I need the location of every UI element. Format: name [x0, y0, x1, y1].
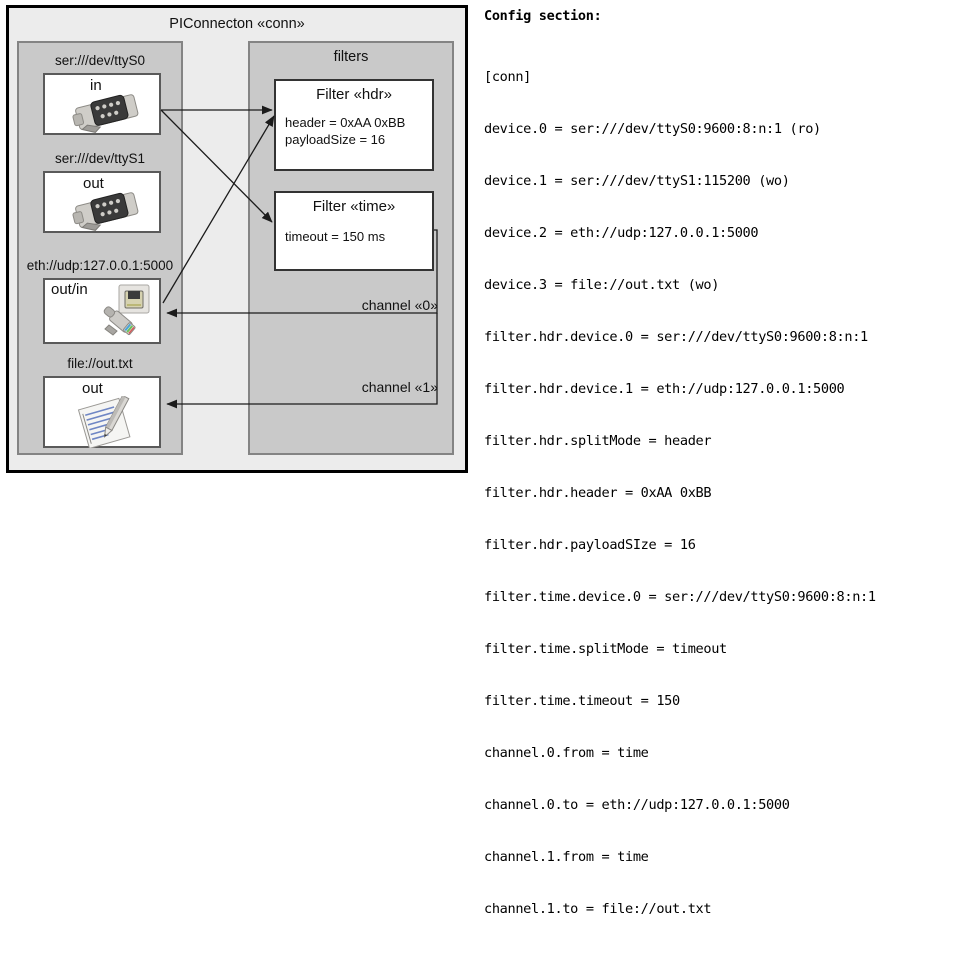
config-heading: Config section:	[484, 8, 602, 24]
device-box-ttys0[interactable]: in	[43, 73, 161, 135]
diagram-canvas: PIConnecton «conn» ser:///dev/ttyS0 in	[6, 5, 876, 917]
config-line: filter.hdr.header = 0xAA 0xBB	[484, 484, 712, 501]
device-box-ttys1[interactable]: out	[43, 171, 161, 233]
device-label-ttys0: ser:///dev/ttyS0	[54, 53, 146, 68]
config-line: channel.0.to = eth://udp:127.0.0.1:5000	[484, 797, 790, 814]
config-line: device.1 = ser:///dev/ttyS1:115200 (wo)	[484, 172, 790, 189]
filters-panel-title: filters	[333, 49, 369, 65]
config-line: device.2 = eth://udp:127.0.0.1:5000	[484, 224, 759, 241]
text-file-icon	[77, 396, 131, 448]
config-line: filter.hdr.payloadSIze = 16	[484, 536, 696, 553]
device-caption-out-1: out	[83, 175, 104, 192]
device-label-file: file://out.txt	[67, 356, 133, 371]
config-line: filter.hdr.device.1 = eth://udp:127.0.0.…	[484, 380, 845, 397]
config-lines: [conn] device.0 = ser:///dev/ttyS0:9600:…	[484, 34, 958, 953]
device-caption-in-0: in	[90, 77, 102, 94]
channel-0-label: channel «0»	[361, 297, 438, 313]
filter-hdr-prop-header: header = 0xAA 0xBB	[285, 115, 406, 130]
config-line: device.0 = ser:///dev/ttyS0:9600:8:n:1 (…	[484, 120, 821, 137]
channel-1-label: channel «1»	[361, 379, 438, 395]
config-line: device.3 = file://out.txt (wo)	[484, 276, 720, 293]
config-line: channel.0.from = time	[484, 745, 649, 762]
serial-db9-icon	[72, 94, 139, 133]
filter-time-title: Filter «time»	[312, 198, 396, 215]
config-line: filter.hdr.splitMode = header	[484, 432, 712, 449]
device-box-eth[interactable]: out/in	[43, 278, 161, 344]
serial-db9-icon	[72, 192, 139, 231]
config-line: filter.time.splitMode = timeout	[484, 641, 727, 658]
filters-panel: filters Filter «hdr» header = 0xAA 0xBB …	[248, 41, 454, 455]
device-box-file[interactable]: out	[43, 376, 161, 448]
config-line: channel.1.to = file://out.txt	[484, 901, 712, 918]
devices-panel: ser:///dev/ttyS0 in	[17, 41, 183, 455]
filter-hdr-title: Filter «hdr»	[316, 86, 392, 103]
ethernet-jack-icon	[103, 284, 150, 336]
device-label-ttys1: ser:///dev/ttyS1	[54, 151, 146, 166]
device-caption-out-3: out	[82, 380, 103, 397]
config-line: channel.1.from = time	[484, 849, 649, 866]
filter-time-box[interactable]: Filter «time» timeout = 150 ms	[274, 191, 434, 271]
config-line: filter.time.timeout = 150	[484, 693, 680, 710]
filter-hdr-prop-payloadsize: payloadSize = 16	[285, 132, 386, 147]
device-caption-outin: out/in	[51, 281, 88, 298]
frame-title: PIConnecton «conn»	[169, 16, 305, 32]
config-line: filter.hdr.device.0 = ser:///dev/ttyS0:9…	[484, 328, 868, 345]
filter-hdr-box[interactable]: Filter «hdr» header = 0xAA 0xBB payloadS…	[274, 79, 434, 171]
config-line: [conn]	[484, 68, 532, 85]
config-line: filter.time.device.0 = ser:///dev/ttyS0:…	[484, 589, 876, 605]
config-section: Config section: [conn] device.0 = ser://…	[482, 8, 958, 953]
device-label-eth: eth://udp:127.0.0.1:5000	[26, 258, 174, 273]
filter-time-prop-timeout: timeout = 150 ms	[285, 229, 386, 244]
